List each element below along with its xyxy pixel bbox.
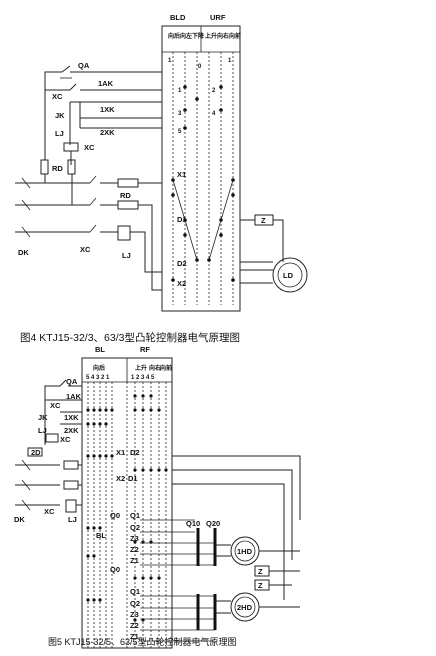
label-1xk: 1XK [100, 105, 115, 114]
label-lj-main-5: LJ [68, 515, 77, 524]
label-q2-b: Q2 [130, 599, 140, 608]
label-qa-5: QA [66, 377, 78, 386]
col-header-5: 向前 [160, 364, 172, 372]
position-number: 1 [168, 58, 172, 64]
label-2xk-5: 2XK [64, 426, 79, 435]
label-z3-b: Z3 [130, 610, 139, 619]
position-number: 5 [178, 129, 182, 135]
label-jk-5: JK [38, 413, 48, 422]
header-rf: RF [140, 345, 150, 354]
overload-relay-lj [117, 225, 131, 241]
label-z1-b: Z1 [130, 632, 139, 641]
label-q0-b: Q0 [110, 565, 120, 574]
label-z3: Z3 [130, 534, 139, 543]
label-z1: Z1 [130, 556, 139, 565]
col-header-5: 上升 [135, 364, 147, 372]
position-number: 4 [212, 111, 216, 117]
col-header: 下降 [192, 32, 205, 40]
label-lj-5: LJ [38, 426, 47, 435]
label-x1: X1 [177, 170, 186, 179]
position-lines-5 [87, 382, 167, 648]
label-dk-5: DK [14, 515, 25, 524]
contactor-coil-xc-5 [45, 433, 59, 443]
label-d2: D2 [177, 259, 187, 268]
label-q2: Q2 [130, 523, 140, 532]
resistor-top [117, 178, 139, 188]
motor-ld [272, 257, 308, 293]
figure-4: BLD URF 向后 向左 下降 上升 向右 向前 1 0 1 1 2 3 4 … [15, 13, 308, 344]
col-header: 向后 [168, 32, 180, 40]
label-z2-b: Z2 [130, 621, 139, 630]
label-d1: D1 [177, 215, 187, 224]
label-1xk-5: 1XK [64, 413, 79, 422]
label-z: Z [261, 216, 266, 225]
label-dk: DK [18, 248, 29, 257]
overload-relay-lj-5 [65, 499, 77, 513]
position-number: 1 [178, 88, 182, 94]
label-qa: QA [78, 61, 90, 70]
position-number: 3 [178, 111, 182, 117]
col-header: 向左 [180, 32, 192, 40]
label-q0: Q0 [110, 511, 120, 520]
contact-dots-5 [86, 394, 168, 622]
label-lj-main: LJ [122, 251, 131, 260]
resistor-bank-2 [196, 594, 217, 630]
label-xc-main-5: XC [44, 507, 55, 516]
label-xc: XC [52, 92, 63, 101]
label-z-5a: Z [258, 567, 263, 576]
label-2hd: 2HD [237, 603, 253, 612]
fuse-2d [27, 447, 43, 457]
label-rd-main: RD [120, 191, 131, 200]
position-number: 1 [228, 58, 232, 64]
label-xc-5: XC [50, 401, 61, 410]
label-x1-5: X1 [116, 448, 125, 457]
label-x2: X2 [177, 279, 186, 288]
resistor-5a [63, 460, 79, 470]
col-header: 上升 [205, 32, 217, 40]
resistor-rd [117, 200, 139, 210]
contactor-coil-xc [63, 142, 79, 152]
label-rd: RD [52, 164, 63, 173]
label-d2-5: D2 [130, 448, 140, 457]
label-xc-coil: XC [84, 143, 95, 152]
fig5-caption: 图5 KTJ15-32/5、63/5型凸轮控制器电气原理图 [48, 636, 237, 647]
resistor-bank-1 [196, 528, 217, 566]
label-2d: 2D [31, 448, 41, 457]
label-q1: Q1 [130, 511, 140, 520]
fig4-caption: 图4 KTJ15-32/3、63/3型凸轮控制器电气原理图 [20, 331, 240, 344]
header-bld: BLD [170, 13, 186, 22]
label-1ak-5: 1AK [66, 392, 82, 401]
label-2xk: 2XK [100, 128, 115, 137]
header-bl: BL [95, 345, 105, 354]
col-header-5: 向右 [149, 364, 161, 372]
figure-5: BL RF 向后 上升 向右 向前 5 4 3 2 1 1 2 3 4 5 [14, 345, 301, 649]
col-header: 向前 [229, 32, 241, 40]
label-z-5b: Z [258, 581, 263, 590]
col-header: 向右 [217, 32, 229, 40]
fuse-rd-left [40, 159, 49, 175]
position-number: 0 [198, 64, 202, 70]
label-x2-5: X2 [116, 474, 125, 483]
positions-right: 1 2 3 4 5 [131, 375, 155, 381]
col-header-5: 向后 [93, 364, 105, 372]
label-q20: Q20 [206, 519, 220, 528]
label-q1-b: Q1 [130, 587, 140, 596]
label-1hd: 1HD [237, 547, 253, 556]
resistor-5b [63, 480, 79, 490]
label-d1-5: D1 [128, 474, 138, 483]
label-lj: LJ [55, 129, 64, 138]
label-xc-main: XC [80, 245, 91, 254]
label-bl-5: BL [96, 531, 106, 540]
positions-left: 5 4 3 2 1 [86, 375, 110, 381]
label-q10: Q10 [186, 519, 200, 528]
label-1ak: 1AK [98, 79, 114, 88]
header-urf: URF [210, 13, 226, 22]
label-xc-coil-5: XC [60, 435, 71, 444]
position-number: 2 [212, 88, 216, 94]
label-ld: LD [283, 271, 294, 280]
label-jk: JK [55, 111, 65, 120]
label-z2: Z2 [130, 545, 139, 554]
